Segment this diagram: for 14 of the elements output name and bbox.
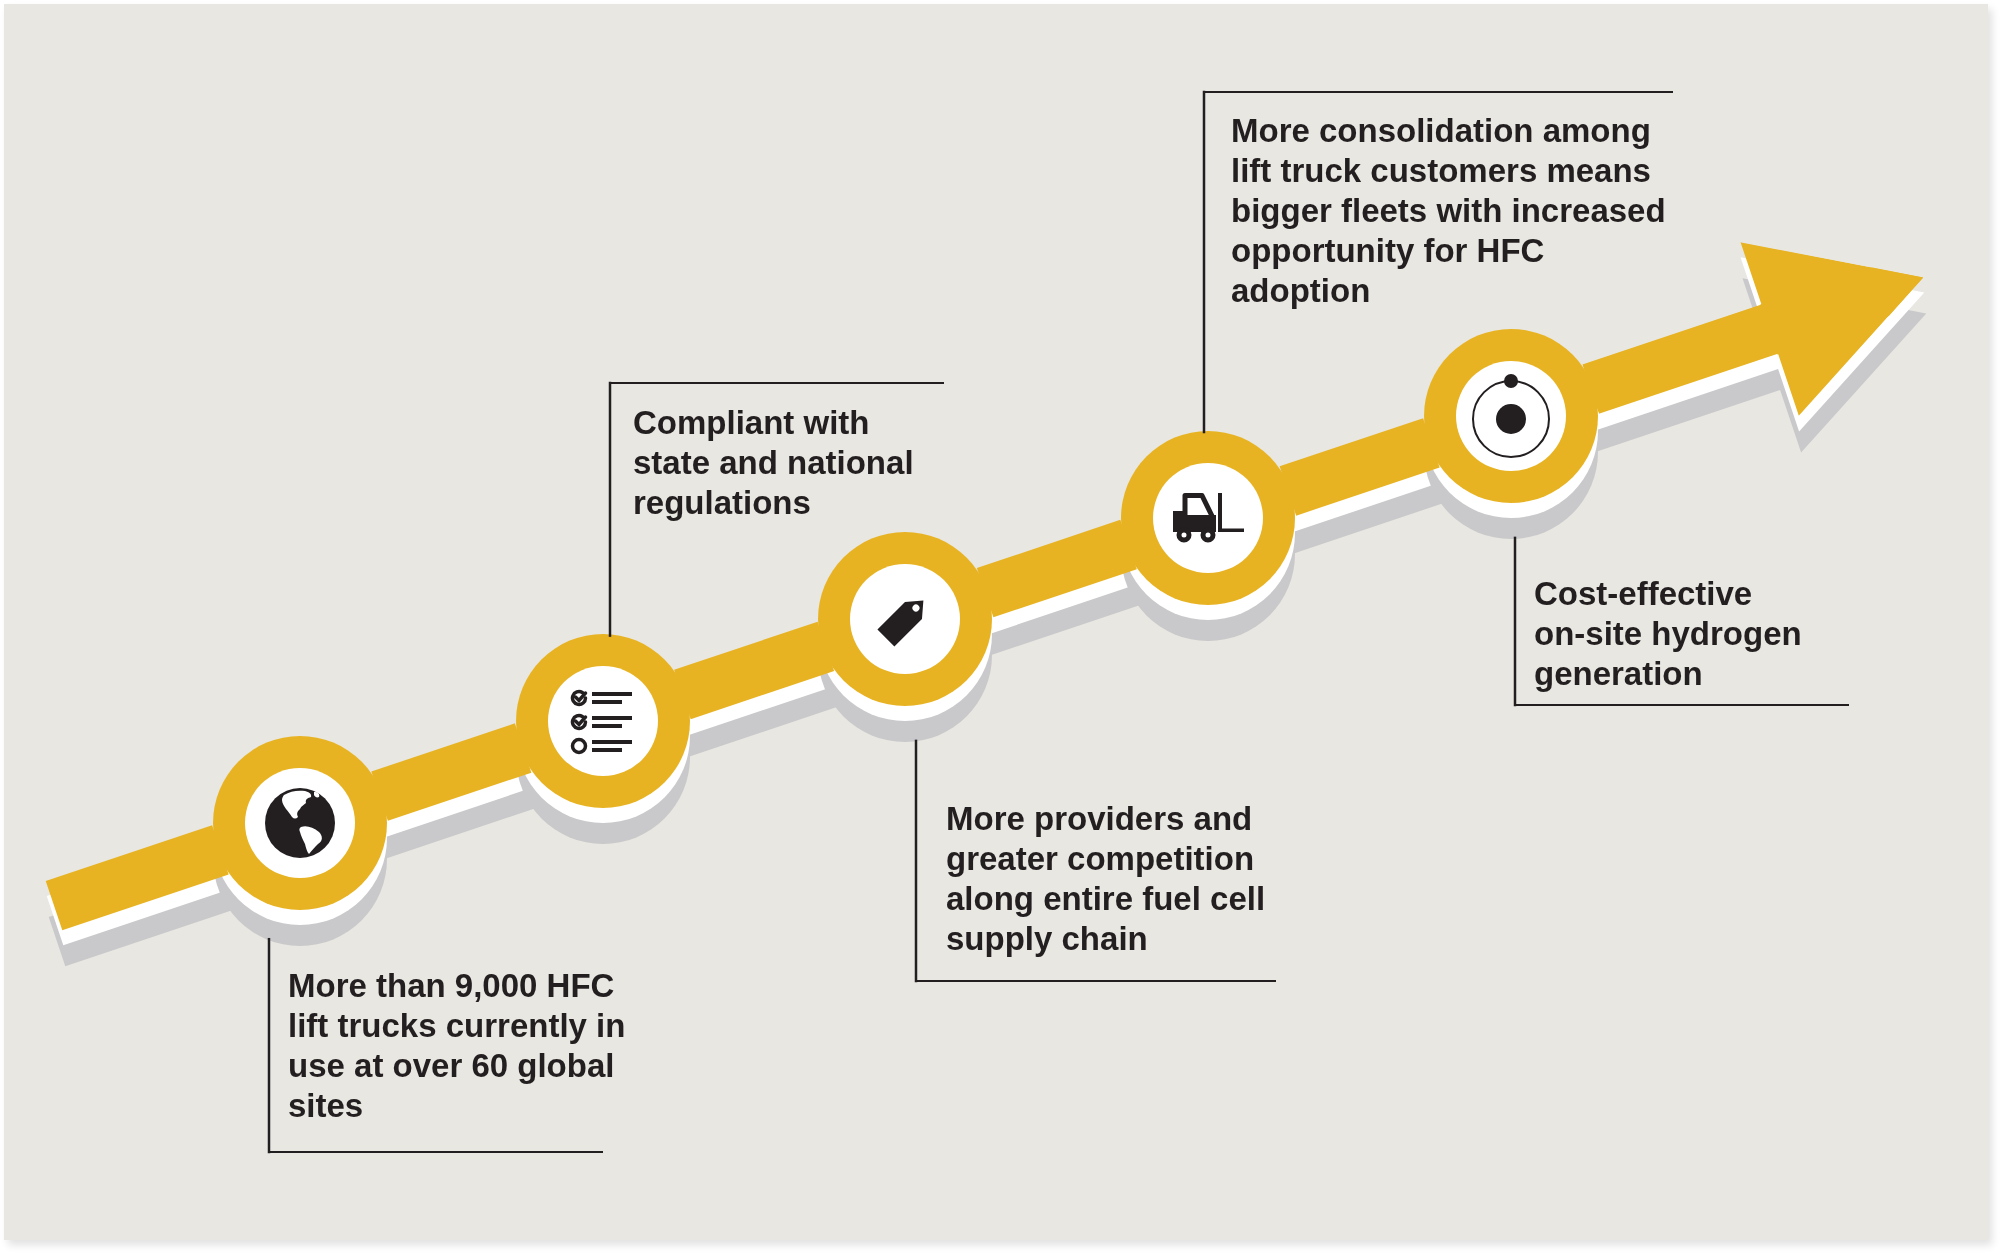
leader-line <box>1202 90 1206 434</box>
leader-line <box>914 739 918 983</box>
leader-line <box>267 937 271 1154</box>
milestone-circle <box>515 634 690 845</box>
milestone-note: More providers and greater competition along entire fuel cell supply chain <box>917 799 1281 983</box>
milestone-note: Cost-effective on-site hydrogen generation <box>1516 574 1849 707</box>
leader-line <box>1513 536 1517 707</box>
milestone-circle <box>1121 430 1296 641</box>
milestone-circle <box>213 736 387 946</box>
milestone-note: Compliant with state and national regulations <box>611 381 944 523</box>
milestone-note: More consolidation among lift truck customers means bigger fleets with increased opportunity for HFC adoption <box>1205 90 1681 311</box>
leader-line <box>608 381 612 637</box>
milestone-note: More than 9,000 HFC lift trucks currently in use at over 60 global sites <box>270 966 633 1154</box>
milestone-circle <box>818 532 993 743</box>
